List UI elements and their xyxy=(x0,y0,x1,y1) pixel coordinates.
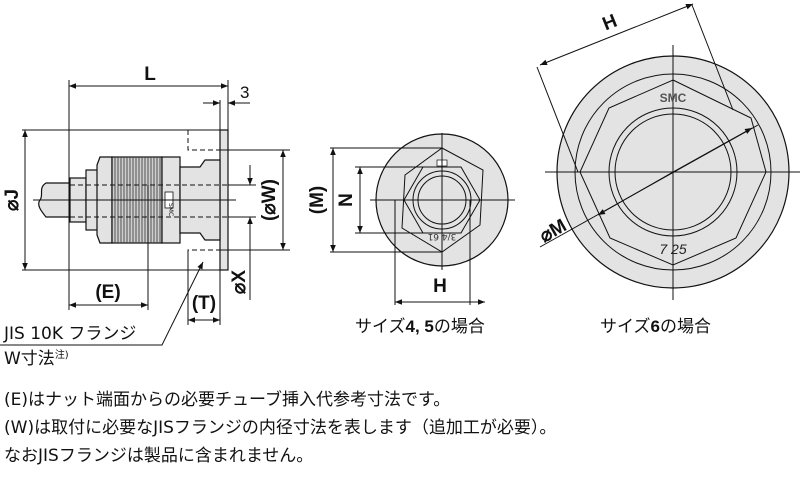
label-J: ⌀J xyxy=(2,189,23,211)
label-3: 3 xyxy=(240,83,249,102)
leader-label-w: W寸法注) xyxy=(4,348,69,369)
extension-lines-J xyxy=(22,129,228,271)
front-view-size-6: SMC 7 25 H ⌀M サイズ6の場合 xyxy=(536,3,800,337)
extension-lines-N xyxy=(355,166,423,234)
caption-size-4-5: サイズ4, 5の場合 xyxy=(355,317,485,337)
label-H: H xyxy=(433,276,447,297)
label-T: (T) xyxy=(192,293,216,314)
label-N: N xyxy=(336,193,357,207)
body-marking: SMC xyxy=(167,203,174,216)
label-L: L xyxy=(144,64,156,85)
side-view: SMC L 3 ⌀J (⌀W) ⌀X (E) (T) JIS 10K フランジ … xyxy=(0,64,290,369)
note-w: (W)は取付に必要なJISフランジの内径寸法を表します（追加工が必要）。 xyxy=(4,418,557,438)
extension-lines-H xyxy=(394,200,471,305)
dimension-M-arrow-left xyxy=(597,171,674,216)
label-M: ⌀M xyxy=(536,215,570,247)
smc-logo: SMC xyxy=(660,91,687,105)
note-e: (E)はナット端面からの必要チューブ挿入代参考寸法です。 xyxy=(4,390,451,410)
extension-lines-T xyxy=(187,250,221,325)
caption-size-6: サイズ6の場合 xyxy=(600,317,711,337)
label-M: (M) xyxy=(307,186,328,214)
marking: 7 25 xyxy=(659,241,686,257)
dimension-M-arrow-right xyxy=(672,127,753,173)
centerlines xyxy=(370,133,515,270)
note-flange-not-included: なおJISフランジは製品に含まれません。 xyxy=(4,446,314,466)
extension-lines-H xyxy=(536,4,734,173)
extension-lines-X xyxy=(228,184,256,218)
front-view-size-4-5: 3/4 61 (M) N H サイズ4, 5の場合 xyxy=(307,133,515,337)
label-W: (⌀W) xyxy=(259,179,280,221)
leader-label-flange: JIS 10K フランジ xyxy=(3,324,136,344)
label-E: (E) xyxy=(95,282,120,303)
bore-hidden-lines xyxy=(70,184,230,218)
dimension-H xyxy=(539,3,694,66)
label-H: H xyxy=(600,11,621,36)
extension-lines-W xyxy=(220,149,290,251)
extension-lines-M xyxy=(330,147,442,253)
label-X: ⌀X xyxy=(229,270,250,294)
flange-leader-line xyxy=(0,261,204,346)
